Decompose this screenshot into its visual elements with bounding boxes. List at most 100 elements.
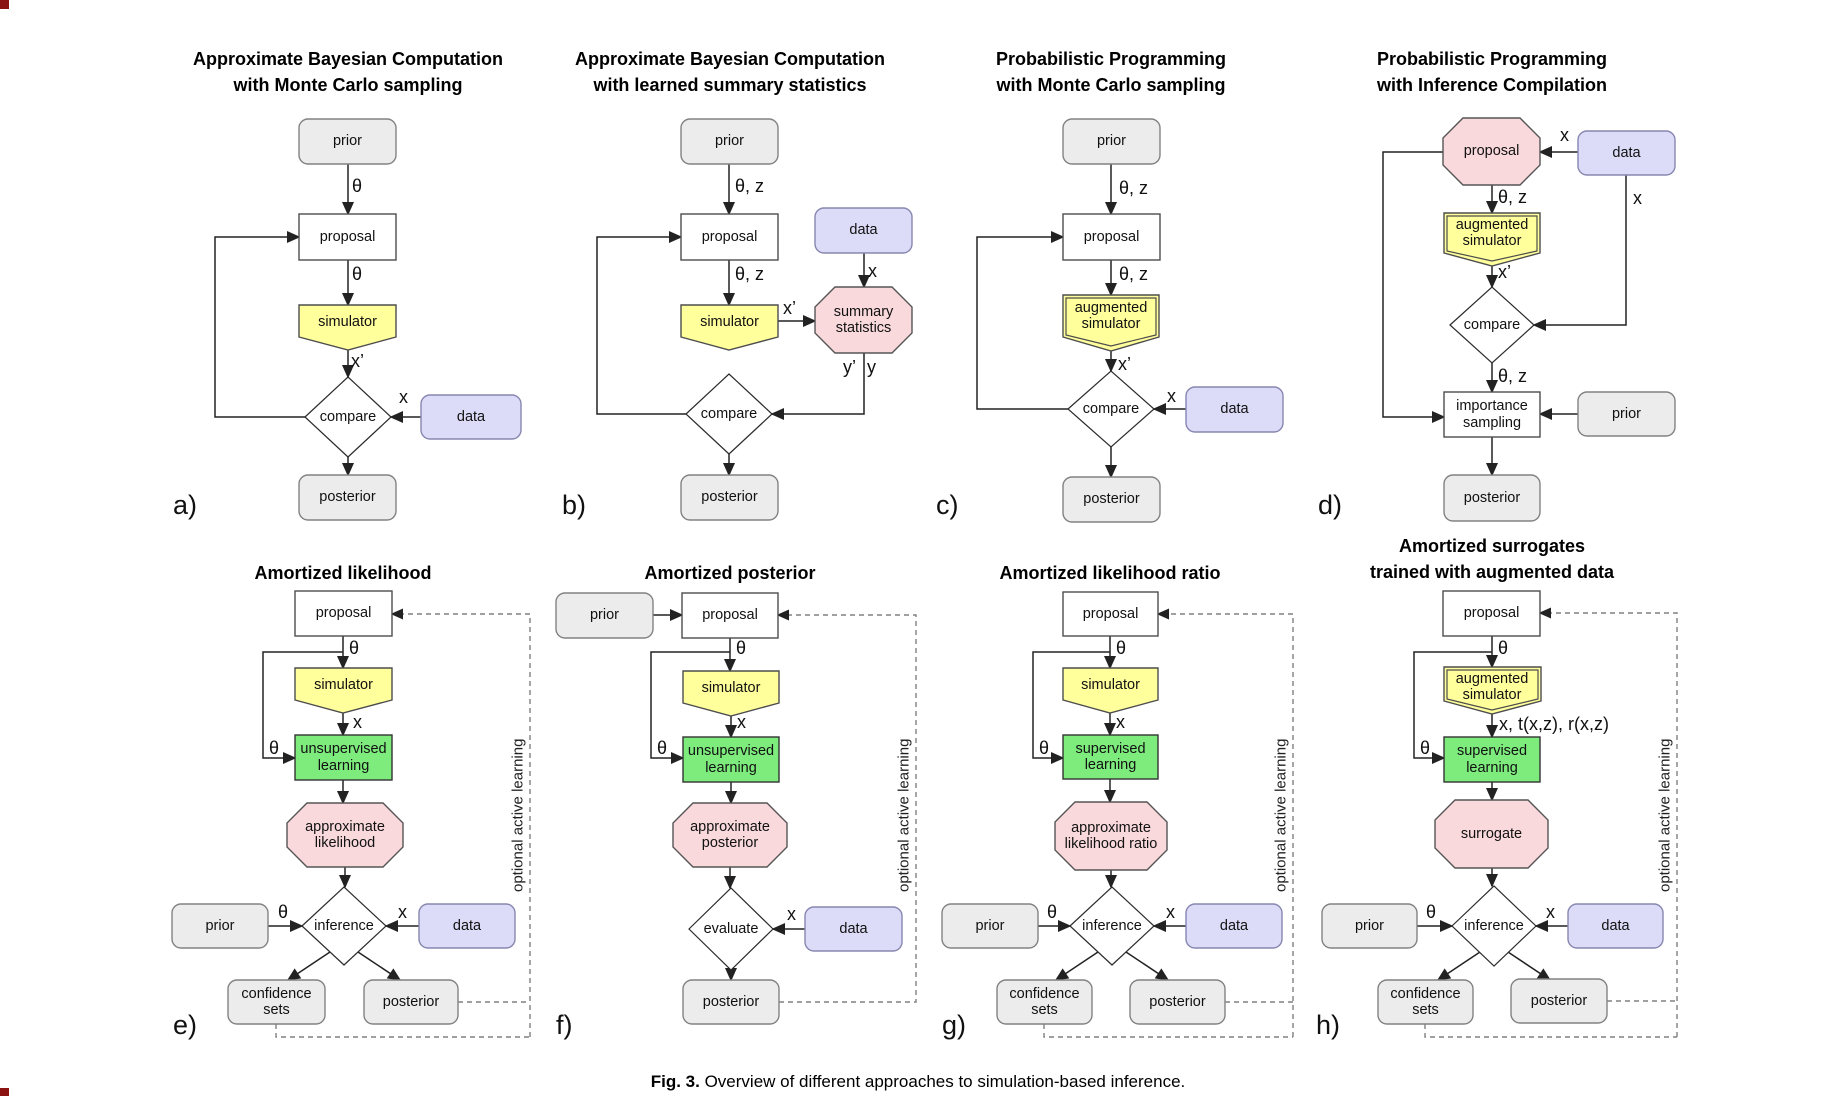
edge-label-x: x	[868, 261, 877, 281]
screen-corner-artifact-bottom	[0, 1088, 9, 1096]
approximate-likelihood-octagon	[286, 802, 404, 868]
compare-label: compare	[700, 405, 758, 422]
dashed-active-learning-loop	[390, 608, 531, 1037]
simulator-label: simulator	[318, 314, 377, 331]
simulator-pentagon	[680, 304, 779, 351]
approximate-likelihood-ratio-octagon	[1054, 801, 1168, 871]
posterior-label: posterior	[1083, 491, 1140, 508]
panel-letter: a)	[173, 490, 198, 520]
compare-diamond	[304, 376, 392, 458]
data-box	[420, 394, 522, 440]
edge-label-x: x	[787, 904, 796, 924]
edge-label-x: x	[1560, 125, 1569, 145]
prior-label: prior	[205, 917, 235, 934]
panel-title-line1: Amortized surrogates	[1398, 536, 1586, 556]
caption-label: Fig. 3.	[650, 1072, 700, 1091]
prior-label: prior	[332, 133, 362, 150]
arrow-inference-posterior	[357, 951, 402, 981]
panel-e: Amortized likelihood proposal simulator …	[140, 540, 550, 1060]
branch-theta-to-learning	[650, 651, 730, 764]
data-box	[804, 906, 903, 952]
prior-box	[1577, 391, 1676, 437]
simulator-pentagon	[294, 667, 393, 714]
posterior-box	[1443, 474, 1541, 522]
proposal-box	[294, 590, 393, 637]
unsupervised-learning-box	[682, 736, 780, 783]
posterior-box	[1062, 476, 1161, 523]
edge-label-theta-z: θ, z	[1498, 187, 1528, 207]
edge-label-theta: θ	[349, 638, 360, 658]
data-box	[814, 207, 913, 254]
prior-box	[298, 118, 397, 165]
arrow-inference-confidence	[1436, 951, 1481, 981]
compare-diamond	[1067, 370, 1155, 448]
loop-compare-to-proposal	[214, 231, 305, 418]
augmented-simulator-label: augmented simulator	[1455, 216, 1529, 249]
supervised-learning-label: supervised learning	[1456, 743, 1528, 776]
edge-label-x-t-r: x, t(x,z), r(x,z)	[1499, 714, 1609, 734]
edge-label-theta-z: θ, z	[735, 264, 765, 284]
inference-label: inference	[314, 917, 374, 934]
data-label: data	[1220, 401, 1249, 418]
proposal-label: proposal	[315, 605, 372, 622]
panel-letter: f)	[556, 1010, 573, 1040]
loop-compare-to-proposal	[976, 231, 1068, 410]
confidence-sets-box	[1377, 979, 1474, 1025]
panel-title: Probabilistic Programming with Monte Car…	[941, 46, 1281, 98]
approximate-posterior-octagon	[672, 802, 788, 868]
data-box	[1577, 130, 1676, 176]
edge-label-theta-z: θ, z	[1498, 366, 1528, 386]
compare-label: compare	[319, 408, 377, 425]
panel-title: Amortized likelihood ratio	[940, 560, 1280, 586]
panel-title-line2: with Monte Carlo sampling	[996, 75, 1226, 95]
panel-title-line1: Approximate Bayesian Computation	[574, 49, 886, 69]
surrogate-label: surrogate	[1460, 825, 1523, 842]
panel-letter: g)	[942, 1010, 967, 1040]
data-label: data	[1612, 144, 1641, 161]
panel-f: Amortized posterior prior proposal simul…	[540, 540, 940, 1060]
edge-label-x: x	[353, 712, 362, 732]
confidence-sets-box	[227, 979, 326, 1025]
proposal-box	[1062, 213, 1161, 261]
edge-label-theta: θ	[1047, 902, 1058, 922]
data-box	[1185, 386, 1284, 433]
unsupervised-learning-label: unsupervised learning	[300, 741, 387, 774]
edge-label-theta: θ	[269, 738, 280, 758]
optional-active-learning-label: optional active learning	[509, 738, 527, 892]
importance-sampling-box	[1443, 391, 1541, 438]
panel-letter: b)	[562, 490, 587, 520]
proposal-label: proposal	[1463, 143, 1520, 160]
augmented-simulator-inner-border	[1446, 215, 1538, 262]
screen-corner-artifact-top	[0, 0, 9, 9]
prior-label: prior	[975, 917, 1005, 934]
compare-diamond	[685, 373, 773, 455]
posterior-label: posterior	[702, 993, 760, 1010]
proposal-label: proposal	[701, 228, 758, 245]
panel-title: Amortized posterior	[560, 560, 900, 586]
prior-label: prior	[1354, 917, 1384, 934]
arrow-inference-posterior	[1507, 951, 1552, 981]
panel-title: Probabilistic Programming with Inference…	[1322, 46, 1662, 98]
arrow-summary-compare	[770, 353, 865, 420]
posterior-label: posterior	[1149, 993, 1206, 1010]
simulator-pentagon	[1062, 667, 1159, 714]
edge-label-theta: θ	[1420, 738, 1431, 758]
panel-title-line2: with Inference Compilation	[1376, 75, 1608, 95]
posterior-box	[1129, 979, 1226, 1025]
panel-c: Probabilistic Programming with Monte Car…	[930, 40, 1330, 540]
edge-label-x: x	[1633, 188, 1642, 208]
arrow-inference-confidence	[1054, 951, 1099, 981]
augmented-simulator-label: augmented simulator	[1074, 299, 1148, 332]
supervised-learning-box	[1062, 734, 1159, 780]
prior-box	[171, 903, 269, 949]
arrow-data-compare	[1532, 175, 1627, 331]
simulator-label: simulator	[701, 680, 761, 697]
edge-label-x-prime: x’	[351, 351, 364, 371]
importance-sampling-label: importance sampling	[1456, 398, 1528, 431]
edge-label-x: x	[399, 387, 408, 407]
panel-title: Amortized likelihood	[173, 560, 513, 586]
optional-active-learning-label: optional active learning	[895, 738, 913, 892]
edge-label-theta-z: θ, z	[735, 176, 765, 196]
evaluate-label: evaluate	[703, 920, 759, 937]
inference-diamond	[1069, 886, 1155, 966]
